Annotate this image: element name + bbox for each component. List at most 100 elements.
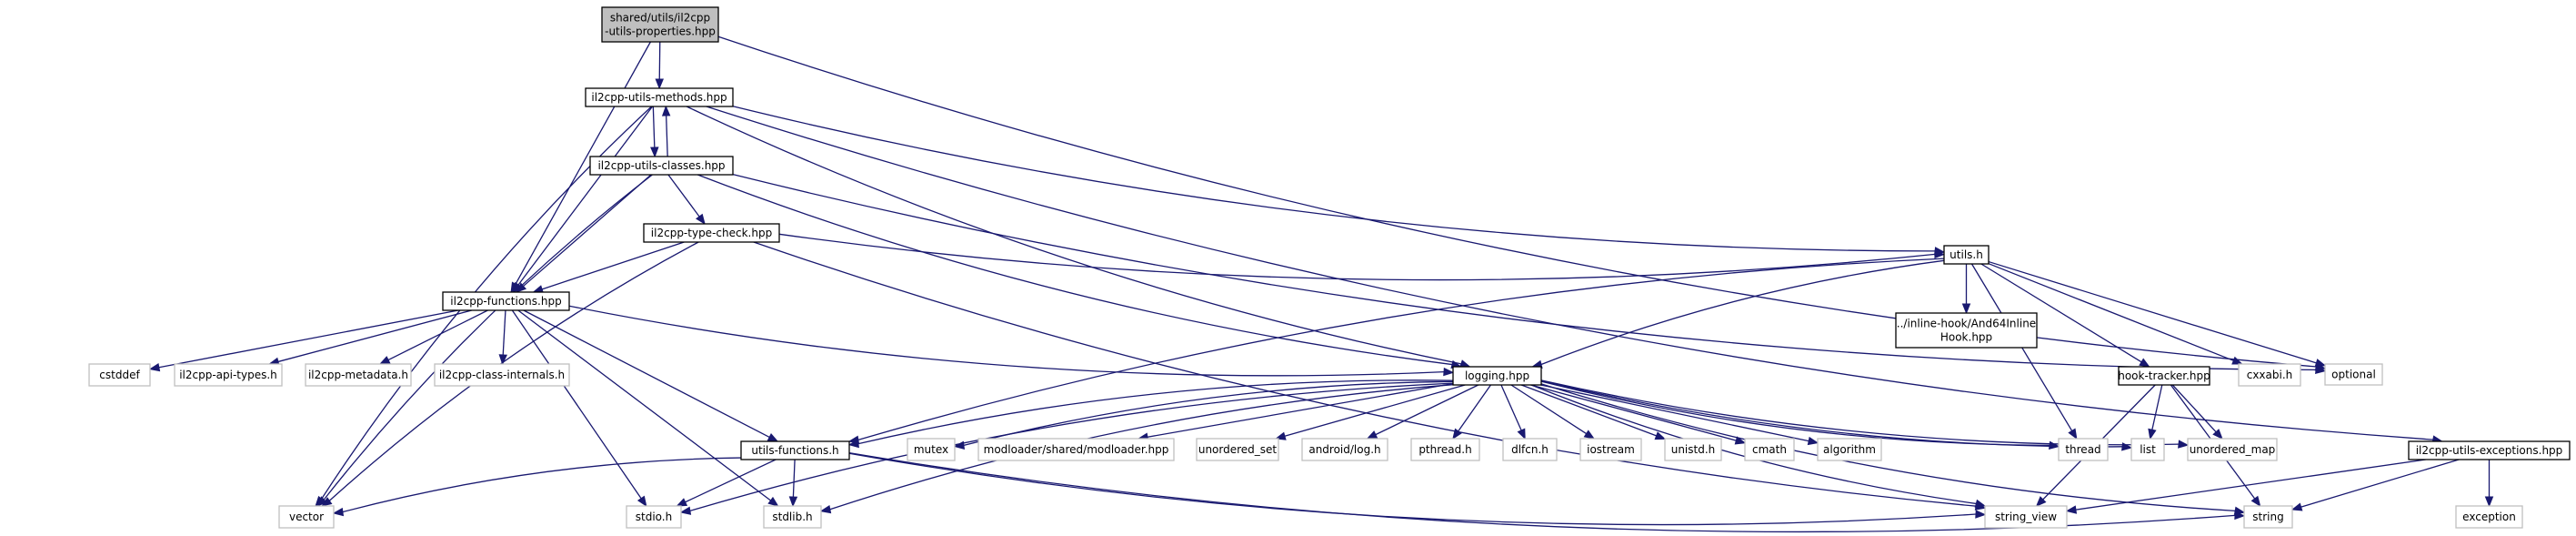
edge-logging-to-mutex bbox=[953, 380, 1454, 450]
arrowhead bbox=[1961, 303, 1971, 315]
node-string[interactable]: string bbox=[2243, 505, 2293, 529]
node-box bbox=[2118, 366, 2210, 386]
node-stringview[interactable]: string_view bbox=[1984, 505, 2068, 529]
edge-line bbox=[1530, 384, 1737, 441]
edge-logging-to-unistd bbox=[1520, 384, 1667, 440]
node-label: il2cpp-utils-methods.hpp bbox=[591, 91, 727, 104]
arrowhead bbox=[2035, 496, 2047, 507]
node-box bbox=[907, 438, 956, 461]
edge-line bbox=[658, 41, 661, 80]
node-logging[interactable]: logging.hpp bbox=[1452, 366, 1542, 386]
edge-methods-to-logging bbox=[686, 106, 1471, 369]
node-typecheck[interactable]: il2cpp-type-check.hpp bbox=[643, 223, 780, 243]
node-box bbox=[643, 223, 780, 243]
node-label: string bbox=[2252, 511, 2283, 523]
node-label: unistd.h bbox=[1671, 443, 1716, 456]
node-pthread[interactable]: pthread.h bbox=[1410, 438, 1480, 461]
arrowhead bbox=[1443, 367, 1455, 377]
edge-line bbox=[2151, 384, 2163, 430]
node-label: stdio.h bbox=[636, 511, 672, 523]
arrowhead bbox=[661, 105, 671, 116]
node-unorderedmap[interactable]: unordered_map bbox=[2187, 438, 2278, 461]
edge-line bbox=[277, 309, 472, 363]
edge-utilsfunctions-to-stdlib bbox=[788, 459, 798, 508]
node-cstddef[interactable]: cstddef bbox=[88, 363, 151, 387]
node-box bbox=[305, 363, 412, 387]
node-algorithm[interactable]: algorithm bbox=[1817, 438, 1882, 461]
edge-line bbox=[1980, 263, 2142, 363]
edge-typecheck-to-functions bbox=[532, 241, 685, 294]
node-label: shared/utils/il2cpp bbox=[610, 12, 710, 25]
edge-utilsh-to-logging bbox=[1530, 259, 1945, 369]
edge-logging-to-stdio bbox=[679, 382, 1454, 515]
arrowhead bbox=[1452, 428, 1462, 440]
edge-line bbox=[511, 309, 642, 500]
edge-functions-to-utilsfunctions bbox=[523, 309, 779, 442]
node-box bbox=[1744, 438, 1795, 461]
edge-line bbox=[652, 106, 656, 148]
edge-classes-to-methods bbox=[661, 105, 671, 157]
node-list[interactable]: list bbox=[2130, 438, 2165, 461]
edge-line bbox=[2075, 459, 2426, 511]
node-cxxabi[interactable]: cxxabi.h bbox=[2238, 363, 2301, 387]
node-label: iostream bbox=[1587, 443, 1635, 456]
edge-utilsh-to-optional bbox=[1988, 260, 2327, 368]
node-label: il2cpp-metadata.h bbox=[308, 369, 408, 381]
edge-line bbox=[963, 380, 1454, 446]
node-modloader[interactable]: modloader/shared/modloader.hpp bbox=[977, 438, 1175, 461]
node-unistd[interactable]: unistd.h bbox=[1664, 438, 1722, 461]
arrowhead bbox=[2250, 495, 2261, 508]
node-vector[interactable]: vector bbox=[278, 505, 335, 529]
node-androidlog[interactable]: android/log.h bbox=[1301, 438, 1388, 461]
arrowhead bbox=[2139, 358, 2150, 368]
edge-utilsh-to-cxxabi bbox=[1988, 263, 2243, 365]
node-stdio[interactable]: stdio.h bbox=[626, 505, 682, 529]
edge-line bbox=[568, 305, 1445, 377]
edge-utilsh-to-hooktracker bbox=[1980, 263, 2150, 368]
edge-utilsfunctions-to-stringview bbox=[848, 452, 1987, 526]
node-metadata[interactable]: il2cpp-metadata.h bbox=[305, 363, 412, 387]
edge-line bbox=[732, 106, 1936, 252]
node-label: android/log.h bbox=[1308, 443, 1380, 456]
arrowhead bbox=[2314, 359, 2327, 368]
node-box bbox=[1895, 312, 2038, 349]
node-classes[interactable]: il2cpp-utils-classes.hpp bbox=[589, 156, 734, 176]
node-box bbox=[977, 438, 1175, 461]
node-methods[interactable]: il2cpp-utils-methods.hpp bbox=[585, 87, 734, 107]
edge-classes-to-functions bbox=[515, 174, 652, 293]
node-box bbox=[1301, 438, 1388, 461]
node-mutex[interactable]: mutex bbox=[907, 438, 956, 461]
node-optional[interactable]: optional bbox=[2324, 363, 2383, 386]
node-label: -utils-properties.hpp bbox=[605, 25, 716, 38]
node-apitypes[interactable]: il2cpp-api-types.h bbox=[174, 363, 283, 387]
node-label: mutex bbox=[914, 443, 948, 456]
node-exception[interactable]: exception bbox=[2455, 505, 2523, 529]
node-label: il2cpp-utils-exceptions.hpp bbox=[2416, 444, 2563, 457]
node-label: dlfcn.h bbox=[1511, 443, 1549, 456]
node-label: hook-tracker.hpp bbox=[2118, 369, 2210, 382]
node-box bbox=[442, 291, 570, 311]
node-cmath[interactable]: cmath bbox=[1744, 438, 1795, 461]
node-unorderedset[interactable]: unordered_set bbox=[1196, 438, 1279, 461]
arrowhead bbox=[636, 495, 647, 508]
node-root[interactable]: shared/utils/il2cpp-utils-properties.hpp bbox=[601, 6, 719, 43]
edge-functions-to-logging bbox=[568, 305, 1455, 377]
node-functions[interactable]: il2cpp-functions.hpp bbox=[442, 291, 570, 311]
node-stdlib[interactable]: stdlib.h bbox=[763, 505, 822, 529]
node-label: Hook.hpp bbox=[1940, 331, 1992, 344]
node-thread[interactable]: thread bbox=[2058, 438, 2109, 461]
node-label: list bbox=[2140, 443, 2156, 456]
edge-line bbox=[1510, 384, 1587, 435]
node-hooktracker[interactable]: hook-tracker.hpp bbox=[2118, 366, 2210, 386]
arrowhead bbox=[1975, 510, 1987, 519]
edge-functions-to-apitypes bbox=[267, 309, 472, 366]
node-iostream[interactable]: iostream bbox=[1579, 438, 1642, 461]
node-box bbox=[2324, 363, 2383, 386]
node-utilsh[interactable]: utils.h bbox=[1943, 245, 1990, 265]
node-utilsfunctions[interactable]: utils-functions.h bbox=[740, 440, 850, 460]
node-dlfcn[interactable]: dlfcn.h bbox=[1502, 438, 1558, 461]
node-exceptions[interactable]: il2cpp-utils-exceptions.hpp bbox=[2408, 440, 2571, 460]
node-classinternals[interactable]: il2cpp-class-internals.h bbox=[434, 363, 570, 387]
arrowhead bbox=[696, 213, 706, 226]
